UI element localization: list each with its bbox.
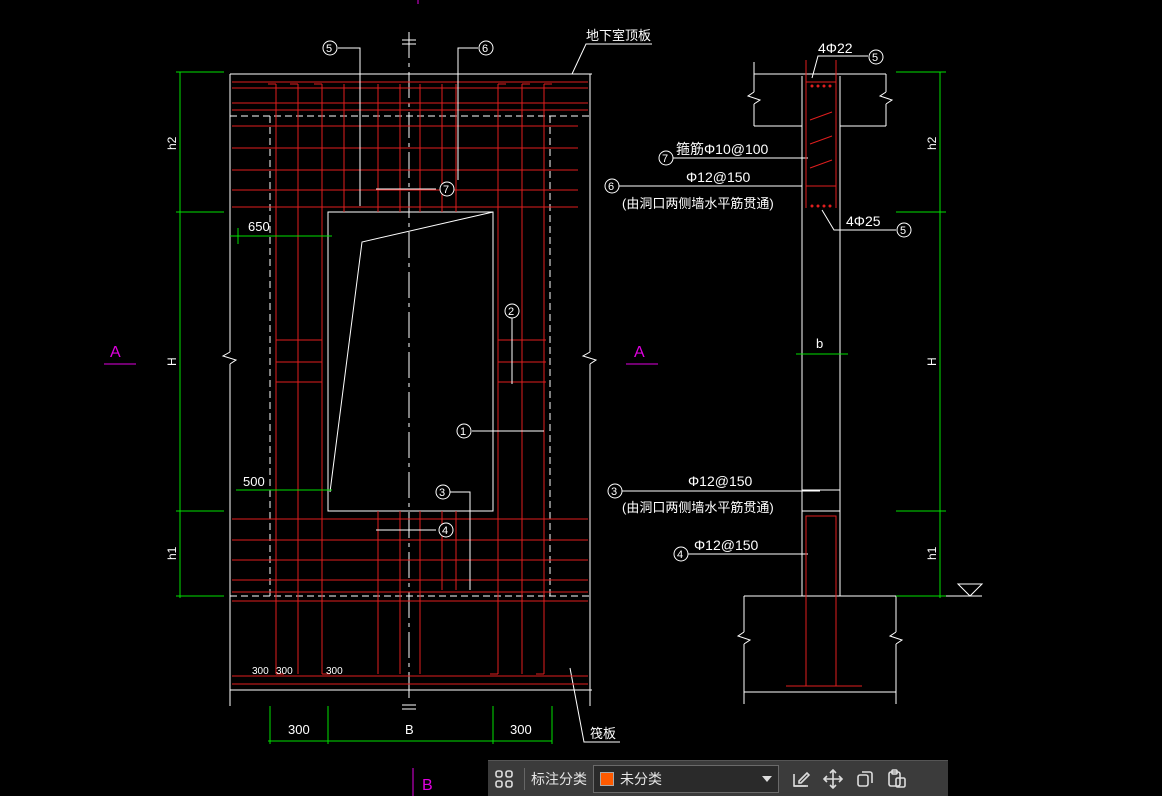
dim-300-small-3: 300 [326, 666, 343, 677]
callout-6-right: 6 [608, 181, 614, 193]
category-label: 标注分类 [531, 771, 587, 788]
dim-h2-left: h2 [165, 136, 179, 150]
callout-5-right-top: 5 [872, 52, 878, 64]
wall-elevation [176, 32, 652, 744]
label-upper-bar: Φ12@150 [686, 169, 751, 185]
section-mark-A-right: A [634, 344, 645, 361]
dim-H-right: H [925, 357, 939, 366]
callout-3-left: 3 [439, 487, 445, 499]
dim-h2-right: h2 [925, 136, 939, 150]
label-lower-bar: Φ12@150 [688, 473, 753, 489]
callout-3-right: 3 [611, 486, 617, 498]
chevron-down-icon [762, 775, 772, 782]
category-color-swatch [600, 771, 614, 786]
annotation-toolbar: 标注分类 未分类 [488, 760, 948, 796]
category-dropdown[interactable]: 未分类 [593, 764, 779, 793]
callout-7-left: 7 [443, 184, 449, 196]
callout-2-left: 2 [508, 306, 514, 318]
category-value: 未分类 [620, 771, 662, 788]
callout-4-left: 4 [442, 525, 448, 537]
move-icon[interactable] [817, 763, 849, 795]
copy-icon[interactable] [849, 763, 881, 795]
label-bottom-bars: 4Φ25 [846, 213, 881, 229]
callout-6-left: 6 [482, 43, 488, 55]
dim-b: b [816, 336, 823, 351]
callout-5-right-bottom: 5 [900, 225, 906, 237]
dim-500: 500 [243, 474, 265, 489]
callout-7-right: 7 [662, 153, 668, 165]
dim-H-left: H [165, 357, 179, 366]
top-slab-label: 地下室顶板 [586, 28, 651, 43]
callout-5-left: 5 [326, 43, 332, 55]
dim-300-bottom-left: 300 [288, 722, 310, 737]
toolbar-divider [524, 767, 525, 790]
callout-4-right: 4 [677, 549, 683, 561]
label-stirrup: 箍筋Φ10@100 [676, 141, 769, 157]
dim-h1-left: h1 [165, 546, 179, 560]
dim-300-small-2: 300 [276, 666, 293, 677]
label-top-bars: 4Φ22 [818, 40, 853, 56]
label-lower-note: (由洞口两侧墙水平筋贯通) [622, 500, 774, 515]
grid-icon[interactable] [488, 763, 520, 795]
wall-section [604, 49, 984, 704]
section-mark-A-left: A [110, 344, 121, 361]
dim-650: 650 [248, 219, 270, 234]
edit-icon[interactable] [785, 763, 817, 795]
raft-label: 筏板 [590, 726, 616, 741]
label-upper-note: (由洞口两侧墙水平筋贯通) [622, 196, 774, 211]
label-vert-bar: Φ12@150 [694, 537, 759, 553]
paste-icon[interactable] [881, 763, 913, 795]
dim-B: B [405, 722, 414, 737]
section-mark-B: B [422, 777, 433, 794]
dim-300-small-1: 300 [252, 666, 269, 677]
dim-300-bottom-right: 300 [510, 722, 532, 737]
dim-h1-right: h1 [925, 546, 939, 560]
callout-1-left: 1 [460, 426, 466, 438]
